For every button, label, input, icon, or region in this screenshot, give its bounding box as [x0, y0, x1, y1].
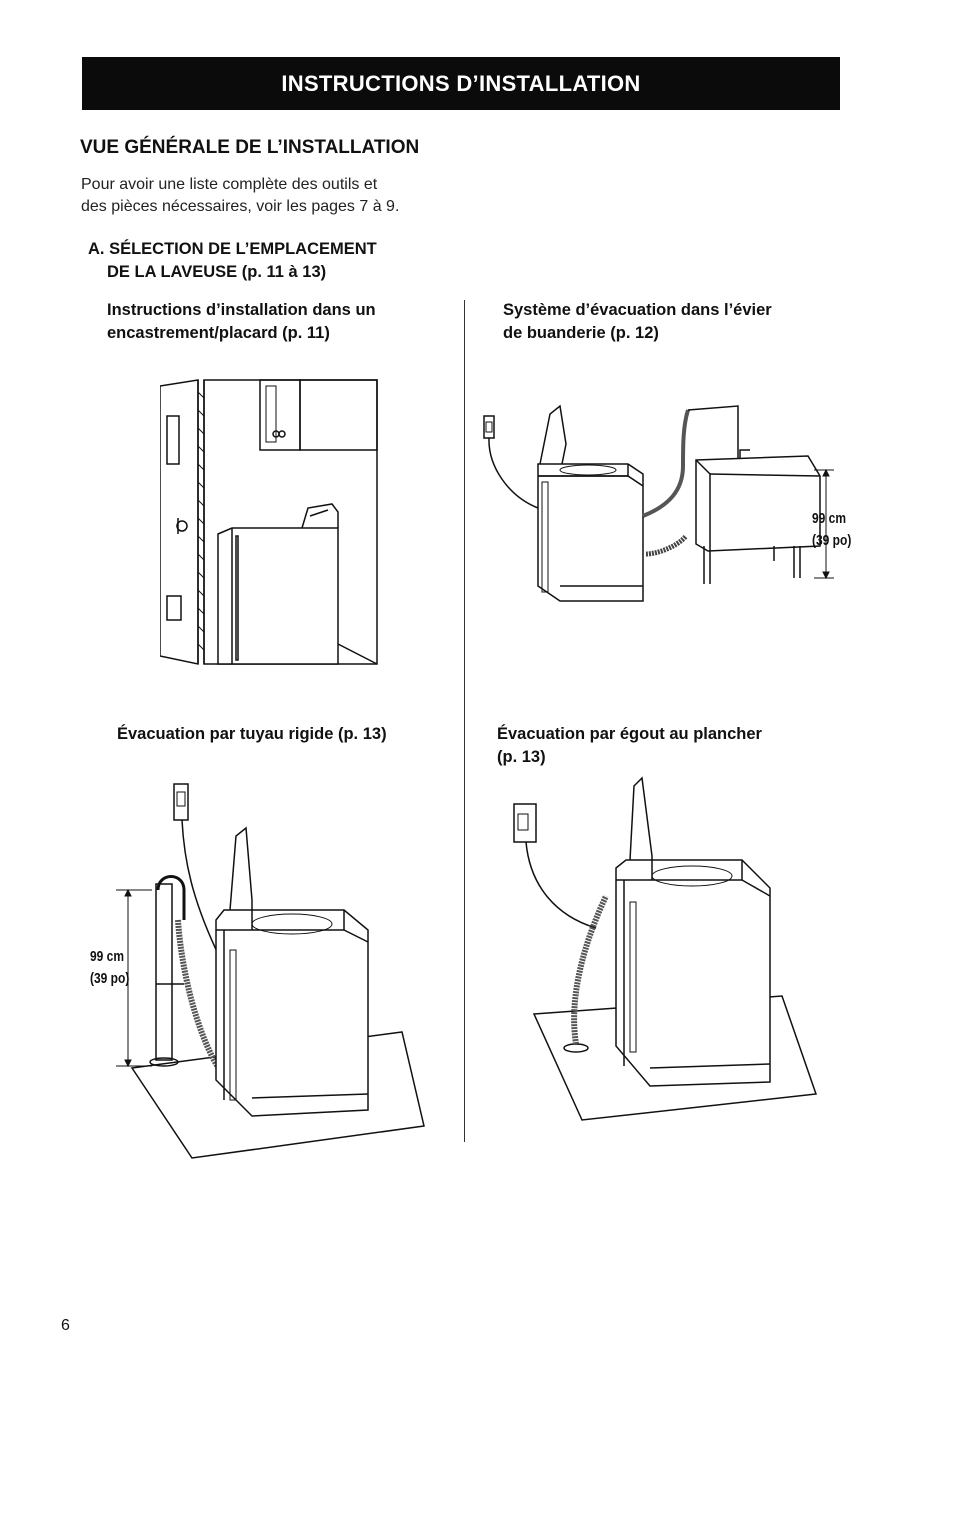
caption-sink-line-2: de buanderie (p. 12) [503, 324, 659, 342]
caption-closet-line-2: encastrement/placard (p. 11) [107, 324, 330, 342]
caption-standpipe-line-1: Évacuation par tuyau rigide (p. 13) [117, 725, 387, 743]
section-title: VUE GÉNÉRALE DE L’INSTALLATION [80, 137, 420, 158]
closet-installation-illustration [160, 376, 380, 666]
floor-drain-illustration [506, 776, 826, 1126]
caption-standpipe: Évacuation par tuyau rigide (p. 13) [117, 723, 387, 746]
caption-closet-line-1: Instructions d’installation dans un [107, 301, 376, 319]
intro-paragraph: Pour avoir une liste complète des outils… [81, 174, 501, 218]
caption-sink-line-1: Système d’évacuation dans l’évier [503, 301, 772, 319]
page-number: 6 [61, 1317, 70, 1334]
laundry-tub-drain-illustration [478, 396, 868, 611]
standpipe-drain-illustration [112, 780, 432, 1170]
caption-floor-drain-line-2: (p. 13) [497, 748, 546, 766]
standpipe-dimension-in: (39 po) [90, 970, 130, 987]
intro-line-2: des pièces nécessaires, voir les pages 7… [81, 198, 400, 215]
caption-sink: Système d’évacuation dans l’évier de bua… [503, 299, 772, 345]
section-a-line-2: DE LA LAVEUSE (p. 11 à 13) [107, 263, 327, 281]
column-divider [464, 300, 465, 1142]
caption-closet: Instructions d’installation dans un enca… [107, 299, 376, 345]
standpipe-dimension-cm: 99 cm [90, 948, 125, 965]
sink-dimension-label: 99 cm (39 po) [812, 508, 851, 552]
caption-floor-drain: Évacuation par égout au plancher (p. 13) [497, 723, 762, 769]
page-banner: INSTRUCTIONS D’INSTALLATION [82, 57, 840, 110]
section-a-line-1: A. SÉLECTION DE L’EMPLACEMENT [88, 240, 377, 258]
caption-floor-drain-line-1: Évacuation par égout au plancher [497, 725, 762, 743]
intro-line-1: Pour avoir une liste complète des outils… [81, 176, 378, 193]
sink-dimension-cm: 99 cm [812, 510, 847, 527]
sink-dimension-in: (39 po) [812, 532, 852, 549]
standpipe-dimension-label: 99 cm (39 po) [90, 946, 129, 990]
section-a-heading: A. SÉLECTION DE L’EMPLACEMENT DE LA LAVE… [88, 238, 377, 284]
